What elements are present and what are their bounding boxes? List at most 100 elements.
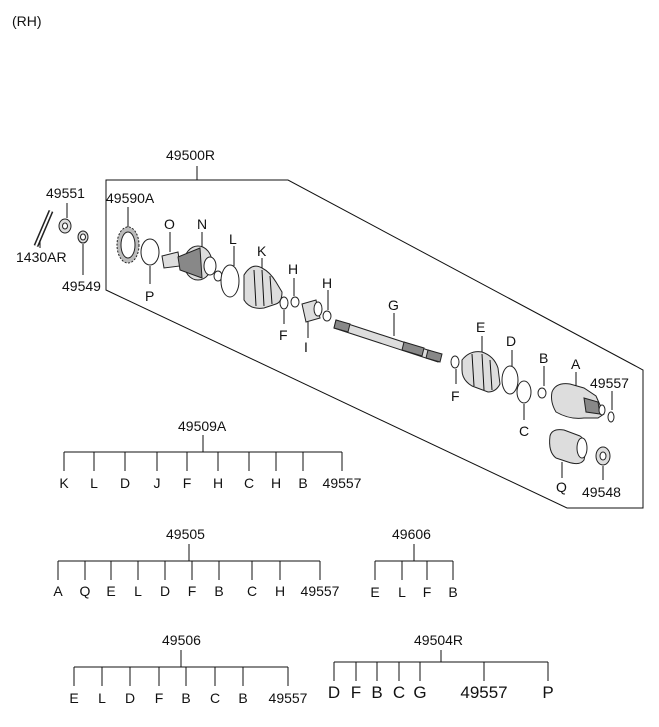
kit-item: 49557	[460, 683, 507, 702]
boot-E	[461, 336, 501, 393]
part-P: P	[145, 288, 154, 304]
clip-H-left	[290, 278, 300, 308]
part-49549: 49549	[62, 278, 101, 294]
kit-item: C	[244, 475, 254, 491]
part-49551: 49551	[46, 185, 85, 201]
part-B: B	[539, 350, 548, 366]
kit-item: K	[59, 475, 69, 491]
inner-joint-A	[551, 372, 606, 419]
housing-Q	[549, 429, 588, 478]
clip-F-left	[279, 296, 289, 324]
kit-item: Q	[80, 583, 91, 599]
part-49590A: 49590A	[106, 190, 155, 206]
kit-item: 49557	[323, 475, 362, 491]
tone-wheel-49590A	[116, 207, 140, 264]
nut-49551	[58, 203, 72, 234]
cotter-pin-1430AR	[33, 210, 54, 248]
kit-item: H	[213, 475, 223, 491]
kit-item: B	[214, 583, 223, 599]
kit-item: B	[371, 683, 382, 702]
part-O: O	[164, 216, 175, 232]
kit-item: B	[181, 690, 190, 706]
kit-item: F	[423, 584, 432, 600]
part-49548: 49548	[582, 484, 621, 500]
part-N: N	[197, 216, 207, 232]
clip-B	[537, 366, 547, 399]
shaft-G	[333, 313, 443, 363]
washer-49549	[77, 230, 89, 275]
clamp-D	[501, 350, 519, 395]
kit-number: 49509A	[178, 418, 227, 434]
part-Q: Q	[556, 479, 567, 495]
side-label: (RH)	[12, 13, 42, 29]
part-A: A	[571, 356, 581, 372]
kit-item: J	[154, 475, 161, 491]
ring-P	[140, 238, 160, 284]
bearing-49548	[595, 446, 611, 480]
kit-item: E	[106, 583, 115, 599]
kit-item: F	[351, 683, 361, 702]
kit-item: P	[542, 683, 553, 702]
kit-item: L	[90, 475, 98, 491]
kit-item: L	[398, 584, 406, 600]
part-49557: 49557	[590, 375, 629, 391]
kit-item: H	[275, 583, 285, 599]
kit-number: 49505	[166, 526, 205, 542]
kit-49509A: 49509A K L D J F H C H B 49557	[59, 418, 361, 491]
kit-item: L	[134, 583, 142, 599]
kit-number: 49606	[392, 526, 431, 542]
kit-item: E	[370, 584, 379, 600]
part-K: K	[257, 243, 267, 259]
kit-item: L	[98, 690, 106, 706]
kit-item: F	[155, 690, 164, 706]
kit-item: B	[238, 690, 247, 706]
kit-item: F	[188, 583, 197, 599]
kit-item: B	[298, 475, 307, 491]
damper-I	[301, 299, 323, 338]
part-1430AR: 1430AR	[16, 249, 67, 265]
assembly-number: 49500R	[166, 147, 215, 163]
kit-item: A	[53, 583, 63, 599]
kit-item: D	[125, 690, 135, 706]
part-H-right: H	[322, 275, 332, 291]
kit-item: G	[413, 683, 426, 702]
kit-item: F	[183, 475, 192, 491]
part-E: E	[476, 319, 485, 335]
kit-item: 49557	[269, 690, 308, 706]
circlip-49557	[607, 391, 615, 423]
kit-item: D	[120, 475, 130, 491]
part-G: G	[388, 297, 399, 313]
part-F-right: F	[451, 388, 460, 404]
kit-item: C	[393, 683, 405, 702]
kit-item: B	[448, 584, 457, 600]
ring-C	[516, 380, 532, 420]
part-D: D	[506, 333, 516, 349]
part-F-left: F	[279, 327, 288, 343]
part-I: I	[304, 339, 308, 355]
kit-number: 49506	[162, 632, 201, 648]
clip-H-right	[322, 290, 332, 322]
kit-item: D	[328, 683, 340, 702]
boot-K	[243, 258, 283, 309]
kit-item: H	[271, 475, 281, 491]
part-L: L	[229, 231, 237, 247]
kit-number: 49504R	[414, 632, 463, 648]
kit-item: D	[160, 583, 170, 599]
kit-item: E	[69, 690, 78, 706]
part-H-left: H	[288, 261, 298, 277]
assembly-outline	[105, 179, 644, 509]
clip-F-right	[450, 355, 460, 384]
part-C: C	[519, 423, 529, 439]
clamp-L	[220, 246, 240, 298]
outer-joint-N	[161, 232, 217, 281]
kit-item: 49557	[301, 583, 340, 599]
kit-item: C	[247, 583, 257, 599]
kit-item: C	[210, 690, 220, 706]
